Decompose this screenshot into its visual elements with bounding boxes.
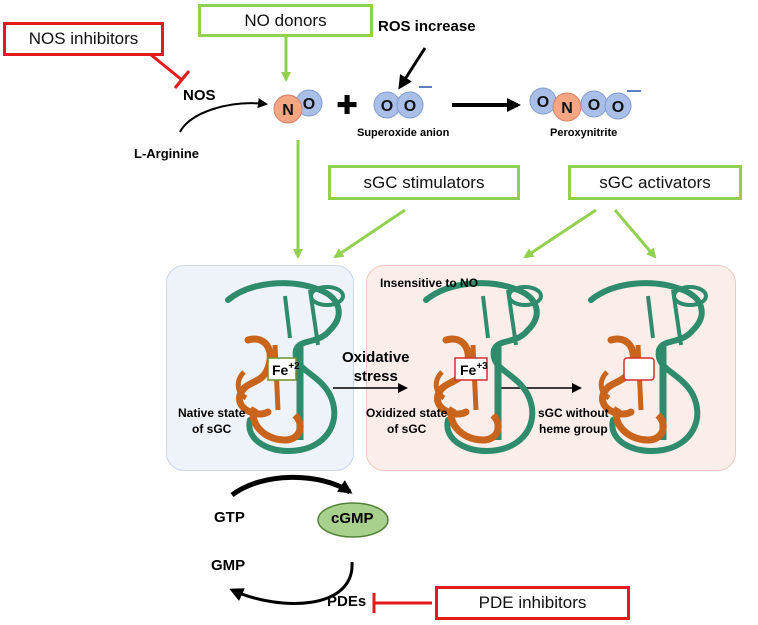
svg-text:O: O bbox=[588, 97, 600, 114]
without-heme-line-1: sGC without bbox=[538, 406, 609, 420]
svg-text:Fe+3: Fe+3 bbox=[460, 361, 488, 378]
arrow-ros-increase bbox=[398, 47, 427, 90]
svg-text:Fe+2: Fe+2 bbox=[272, 361, 300, 378]
sgc-activators-box: sGC activators bbox=[568, 165, 742, 200]
svg-text:O: O bbox=[537, 94, 549, 111]
nos-inhibitors-box: NOS inhibitors bbox=[3, 22, 164, 56]
pde-inhibitors-box: PDE inhibitors bbox=[435, 586, 630, 620]
arrow-activators-to-heme-free bbox=[613, 209, 657, 259]
oxidized-state-label: Oxidized state of sGC bbox=[366, 405, 447, 437]
cgmp-label: cGMP bbox=[331, 510, 374, 527]
superoxide-anion-label: Superoxide anion bbox=[357, 127, 450, 139]
svg-text:N: N bbox=[282, 102, 294, 119]
fe2-label: Fe+2 bbox=[267, 357, 300, 381]
oxidative-stress-line-2: stress bbox=[353, 368, 398, 385]
native-state-label: Native state of sGC bbox=[178, 405, 245, 437]
peroxynitrite-molecule: O N O O bbox=[529, 87, 641, 122]
sgc-stimulators-box: sGC stimulators bbox=[328, 165, 520, 200]
arrow-gtp-to-cgmp bbox=[230, 474, 353, 498]
empty-heme-pocket bbox=[623, 357, 655, 381]
nos-inhibition-line bbox=[149, 52, 191, 89]
pde-inhibition-line bbox=[372, 593, 432, 613]
no-molecule: O N bbox=[273, 89, 323, 124]
no-donors-box: NO donors bbox=[198, 4, 373, 37]
arrow-stimulators-to-sgc bbox=[333, 208, 406, 259]
fe3-label: Fe+3 bbox=[454, 357, 488, 381]
without-heme-label: sGC without heme group bbox=[538, 405, 609, 437]
sgc-activators-label: sGC activators bbox=[599, 172, 711, 192]
pde-inhibitors-label: PDE inhibitors bbox=[478, 593, 587, 612]
oxidized-state-line-2: of sGC bbox=[387, 422, 427, 436]
gtp-label: GTP bbox=[214, 509, 245, 526]
native-state-line-1: Native state bbox=[178, 406, 246, 420]
l-arginine-label: L-Arginine bbox=[134, 146, 199, 161]
peroxynitrite-label: Peroxynitrite bbox=[550, 127, 618, 139]
oxidative-stress-line-1: Oxidative bbox=[342, 349, 410, 366]
insensitive-to-no-label: Insensitive to NO bbox=[380, 276, 479, 290]
oxidized-state-line-1: Oxidized state bbox=[366, 406, 448, 420]
svg-text:N: N bbox=[561, 100, 573, 117]
without-heme-line-2: heme group bbox=[539, 422, 608, 436]
svg-text:O: O bbox=[404, 98, 416, 115]
oxidative-stress-label: Oxidative stress bbox=[342, 348, 410, 386]
sgc-stimulators-label: sGC stimulators bbox=[363, 172, 485, 192]
svg-text:O: O bbox=[303, 96, 315, 113]
svg-text:O: O bbox=[612, 99, 624, 116]
no-donors-label: NO donors bbox=[244, 10, 327, 30]
pdes-label: PDEs bbox=[327, 593, 367, 610]
nos-inhibitors-label: NOS inhibitors bbox=[28, 29, 139, 48]
arrow-activators-to-oxidized bbox=[523, 208, 597, 259]
gmp-label: GMP bbox=[211, 557, 246, 574]
plus-sign: ✚ bbox=[336, 90, 358, 120]
ros-increase-label: ROS increase bbox=[378, 18, 476, 35]
cgmp-ellipse bbox=[317, 502, 389, 538]
arrow-l-arginine-to-no bbox=[179, 98, 268, 133]
native-state-line-2: of sGC bbox=[192, 422, 232, 436]
superoxide-molecule: O O bbox=[373, 86, 432, 119]
nos-label: NOS bbox=[183, 87, 216, 104]
svg-text:O: O bbox=[381, 98, 393, 115]
arrow-cgmp-to-gmp bbox=[229, 561, 354, 605]
